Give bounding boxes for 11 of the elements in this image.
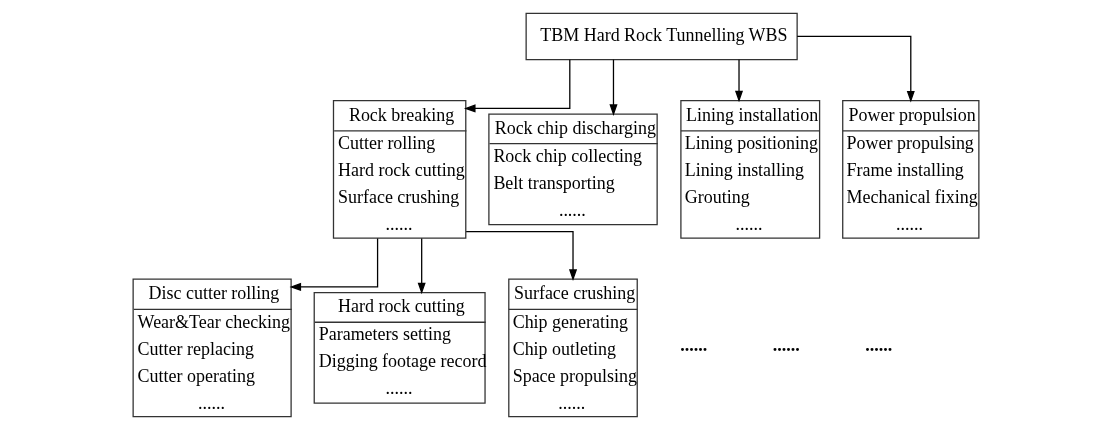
arrow bbox=[465, 231, 577, 281]
arrow bbox=[463, 59, 570, 113]
arrow bbox=[734, 59, 743, 103]
arrow bbox=[417, 237, 426, 295]
label: ...... bbox=[772, 335, 800, 356]
node-box: TBM Hard Rock Tunnelling WBS bbox=[525, 12, 798, 61]
arrow bbox=[289, 237, 378, 291]
arrow bbox=[796, 35, 915, 103]
arrow bbox=[608, 59, 618, 116]
label: ...... bbox=[679, 335, 707, 356]
label: ...... bbox=[864, 335, 892, 356]
